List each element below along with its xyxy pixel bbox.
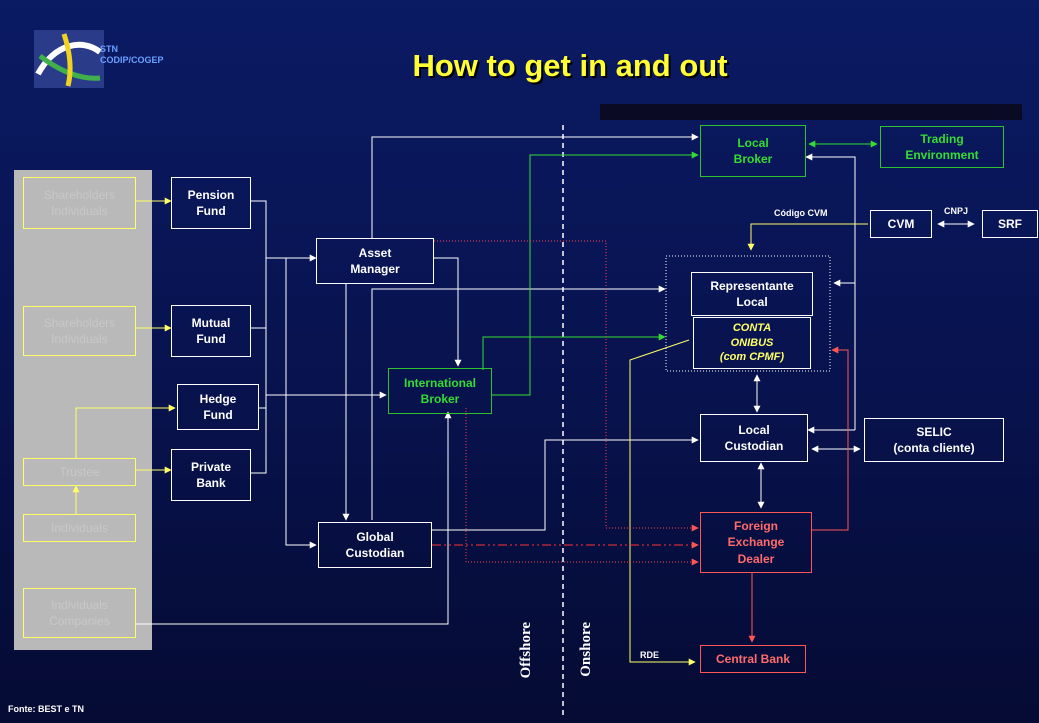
- label-line: (conta cliente): [893, 441, 975, 455]
- label-line: International: [403, 375, 476, 390]
- org-line-1: STN: [100, 44, 118, 54]
- label-line: Individuals: [51, 204, 108, 218]
- foreign-exchange-dealer-box[interactable]: Foreign Exchange Dealer: [700, 512, 812, 573]
- international-broker-box[interactable]: International Broker: [388, 368, 492, 414]
- trading-environment-box[interactable]: Trading Environment: [880, 126, 1004, 168]
- label-line: Representante: [710, 278, 794, 293]
- cvm-box[interactable]: CVM: [870, 210, 932, 238]
- title-underline-bar: [600, 104, 1022, 120]
- label-line: Pension: [187, 187, 235, 202]
- offshore-label: Offshore: [518, 622, 534, 679]
- asset-manager-box[interactable]: Asset Manager: [316, 238, 434, 284]
- label-line: Dealer: [737, 551, 775, 566]
- representante-local-box[interactable]: Representante Local: [691, 272, 813, 316]
- onshore-label: Onshore: [578, 622, 594, 677]
- label-line: Individuals: [51, 520, 108, 535]
- codigo-cvm-label: Código CVM: [774, 208, 828, 218]
- label-line: Local: [738, 422, 770, 437]
- central-bank-box[interactable]: Central Bank: [700, 645, 806, 673]
- label-line: Hedge: [199, 391, 237, 406]
- label-line: Individuals: [51, 597, 108, 612]
- label-line: Private: [190, 459, 232, 474]
- label-line: SRF: [998, 216, 1022, 231]
- local-custodian-box[interactable]: Local Custodian: [700, 414, 808, 462]
- srf-box[interactable]: SRF: [982, 210, 1038, 238]
- label-line: Foreign: [734, 519, 778, 534]
- trustee-box[interactable]: Trustee: [23, 458, 136, 486]
- label-line: Shareholders: [43, 315, 116, 330]
- stn-logo-icon: [34, 30, 104, 88]
- label-line: Mutual: [191, 315, 231, 330]
- label-line: SELIC: [916, 424, 952, 439]
- conta-onibus-box[interactable]: CONTA ONIBUS (com CPMF): [693, 317, 811, 369]
- page-title: How to get in and out: [412, 48, 728, 83]
- shareholders-individuals-2[interactable]: Shareholders Individuals: [23, 306, 136, 356]
- label-line: Shareholders: [43, 187, 116, 202]
- label-line: CVM: [887, 216, 915, 231]
- local-broker-box[interactable]: Local Broker: [700, 125, 806, 177]
- private-bank-box[interactable]: Private Bank: [171, 449, 251, 501]
- label-line: (com CPMF): [719, 351, 785, 364]
- label-line: Local: [737, 135, 769, 150]
- label-line: Bank: [196, 476, 226, 490]
- hedge-fund-box[interactable]: Hedge Fund: [177, 384, 259, 430]
- label-line: Individuals: [51, 332, 108, 346]
- label-line: Fund: [196, 204, 226, 218]
- global-custodian-box[interactable]: Global Custodian: [318, 522, 432, 568]
- rde-label: RDE: [640, 650, 660, 660]
- label-line: Custodian: [724, 439, 784, 453]
- label-line: Global: [356, 529, 394, 544]
- label-line: Exchange: [727, 535, 785, 550]
- label-line: Fund: [203, 408, 233, 422]
- label-line: Local: [736, 295, 768, 309]
- source-note: Fonte: BEST e TN: [8, 704, 84, 714]
- label-line: Central Bank: [715, 651, 791, 666]
- individuals-companies-box[interactable]: Individuals Companies: [23, 588, 136, 638]
- label-line: Trading: [920, 131, 964, 146]
- label-line: Asset: [358, 245, 392, 260]
- org-line-2: CODIP/COGEP: [100, 55, 164, 65]
- label-line: Companies: [49, 614, 110, 628]
- label-line: ONIBUS: [730, 336, 774, 349]
- label-line: Trustee: [59, 464, 100, 479]
- label-line: Environment: [905, 148, 979, 162]
- label-line: Broker: [733, 152, 773, 166]
- individuals-box[interactable]: Individuals: [23, 514, 136, 542]
- label-line: Broker: [420, 392, 460, 406]
- label-line: Manager: [350, 262, 400, 276]
- investor-panel: [14, 170, 152, 650]
- label-line: Custodian: [345, 546, 405, 560]
- label-line: Fund: [196, 332, 226, 346]
- shareholders-individuals-1[interactable]: Shareholders Individuals: [23, 177, 136, 229]
- pension-fund-box[interactable]: Pension Fund: [171, 177, 251, 229]
- mutual-fund-box[interactable]: Mutual Fund: [171, 305, 251, 357]
- cnpj-label: CNPJ: [944, 206, 969, 216]
- selic-box[interactable]: SELIC (conta cliente): [864, 418, 1004, 462]
- label-line: CONTA: [732, 321, 772, 334]
